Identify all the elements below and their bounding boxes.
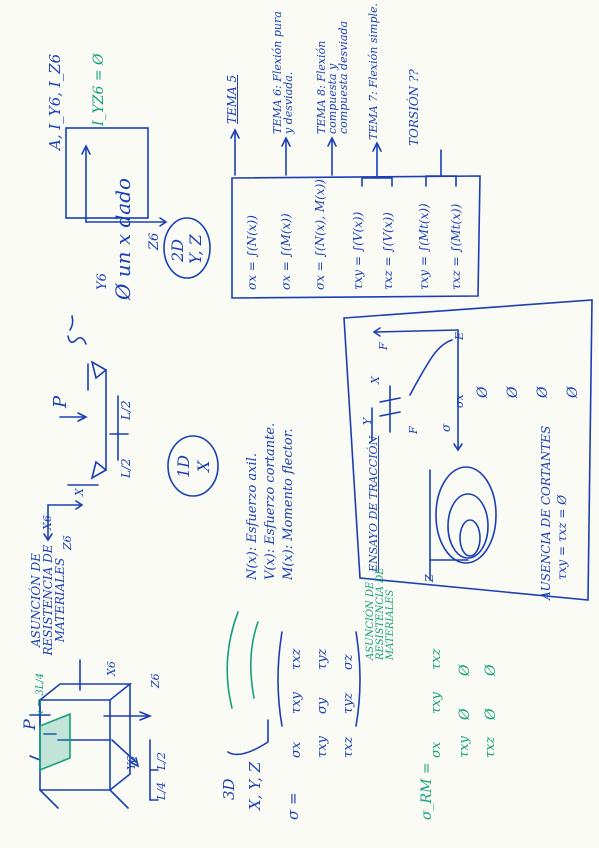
tensor-cell-00: σx — [289, 741, 304, 758]
rm-cell-20: τxz — [483, 736, 498, 758]
rm-cell-10: τxy — [457, 736, 472, 758]
cross-section-shape — [65, 127, 149, 219]
rm-note: ASUNCIÓN DE RESISTENCIA DE MATERIALES — [365, 567, 396, 660]
tension-label-e: E — [453, 331, 466, 340]
tensor-cell-12: τyz — [315, 648, 330, 670]
stress-expr-6: τxy = ∫(Mt(x)) — [417, 203, 431, 290]
tension-sigma-x: σx — [453, 394, 466, 408]
beam-1d-axis-y: X6 — [41, 515, 54, 530]
tensor-cell-02: τxz — [289, 648, 304, 670]
stress-expr-7: τxz = ∫(Mt(x)) — [449, 203, 463, 290]
beam-3d-span-quarter: L/4 — [155, 781, 168, 800]
dim-2d-axes: Y, Z — [186, 234, 205, 264]
beam-3d-position: x = 3L/4 — [35, 672, 46, 716]
mohr-circle-inner — [459, 519, 481, 557]
rm-cell-11: Ø — [457, 708, 473, 720]
rm-tensor-bracket-left — [250, 621, 259, 699]
rm-cell-21: Ø — [483, 708, 499, 720]
mohr-circle-mid — [447, 493, 489, 559]
rm-cell-12: Ø — [457, 664, 473, 676]
topic-heading: Ø un x dado — [111, 177, 135, 300]
tension-test-frame — [343, 299, 593, 601]
stress-expr-5: τxz = ∫(V(x)) — [381, 212, 395, 290]
null-row-4: Ø — [565, 386, 581, 398]
tension-label-y: Y — [361, 417, 374, 425]
stress-function-box — [231, 175, 481, 299]
tensor-cell-11: σy — [315, 697, 330, 714]
product-inertia: I_YZ6 = Ø — [91, 53, 107, 126]
stress-expr-1: σx = ∫(N(x)) — [245, 215, 259, 290]
topic-7: TEMA 7: Flexión simple. — [367, 2, 380, 140]
tensor-cell-22: σz — [341, 654, 356, 670]
tensor-cell-10: τxy — [315, 736, 330, 758]
stress-expr-3: σx = ∫(N(x), M(x)) — [313, 179, 327, 290]
null-row-2: Ø — [505, 386, 521, 398]
beam-3d-axis-y: Y6 — [125, 755, 138, 770]
dim-1d-circle — [167, 435, 219, 497]
tension-label-f2: F — [407, 426, 420, 434]
stress-tensor-symbol: σ = — [284, 792, 302, 820]
beam-3d-axis-z: Z6 — [149, 673, 162, 688]
tension-label-f1: F — [377, 342, 390, 350]
absence-of-shear: AUSENCIA DE CORTANTES — [539, 425, 553, 600]
rm-tensor-symbol: σ_RM = — [419, 762, 435, 820]
beam-3d-span-half: L/2 — [155, 751, 168, 770]
beam-1d-span-left: L/2 — [119, 458, 133, 478]
null-row-3: Ø — [535, 386, 551, 398]
dim-3d-axes: X, Y, Z — [246, 761, 264, 810]
stress-expr-4: τxy = ∫(V(x)) — [351, 211, 365, 290]
beam-1d-load: P — [50, 395, 71, 408]
dim-1d-axis: X — [194, 460, 213, 472]
absence-equation: τxy = τxz = Ø — [555, 494, 569, 580]
tensor-cell-20: τxz — [341, 736, 356, 758]
beam-1d-span-right: L/2 — [119, 400, 133, 420]
rm-cell-00: σx — [429, 741, 444, 758]
dim-2d-label: 2D — [168, 238, 187, 262]
axis-y-label: Y6 — [95, 273, 110, 290]
tensor-cell-21: τyz — [341, 692, 356, 714]
beam-3d-axis-x: X6 — [105, 661, 118, 676]
dim-2d-circle — [163, 217, 211, 279]
topic-8: TEMA 8: Flexión compuesta y compuesta de… — [315, 20, 350, 134]
hypothesis-title: ASUNCIÓN DE RESISTENCIA DE MATERIALES — [29, 544, 67, 656]
rm-cell-02: τxz — [429, 648, 444, 670]
topic-torsion: TORSIÓN ?? — [407, 69, 421, 146]
rm-cell-22: Ø — [483, 664, 499, 676]
definition-bending: M(x): Momento flector. — [281, 428, 296, 580]
topic-5: TEMA 5 — [225, 74, 239, 124]
beam-3d-section — [39, 712, 71, 772]
definition-axial: N(x): Esfuerzo axil. — [245, 453, 260, 580]
axis-z-label: Z6 — [147, 232, 162, 250]
topic-6: TEMA 6: Flexión pura y desviada. — [271, 11, 295, 134]
rm-cell-01: τxy — [429, 692, 444, 714]
dim-1d-label: 1D — [174, 454, 193, 478]
definition-shear: V(x): Esfuerzo cortante. — [263, 422, 278, 580]
mohr-circle-outer — [435, 466, 497, 564]
dim-3d-label: 3D — [220, 778, 238, 800]
null-row-1: Ø — [475, 376, 491, 398]
beam-3d-load: P — [20, 719, 39, 730]
tension-label-z: Z — [423, 574, 436, 582]
section-properties: A, I_Y6, I_Z6 — [46, 53, 64, 150]
tension-label-x: X — [369, 376, 382, 384]
tension-label-sigma: σ — [439, 423, 453, 432]
beam-1d-axis-x: X — [73, 488, 86, 496]
tensor-cell-01: τxy — [289, 692, 304, 714]
stress-expr-2: σx = ∫(M(x)) — [279, 213, 293, 290]
